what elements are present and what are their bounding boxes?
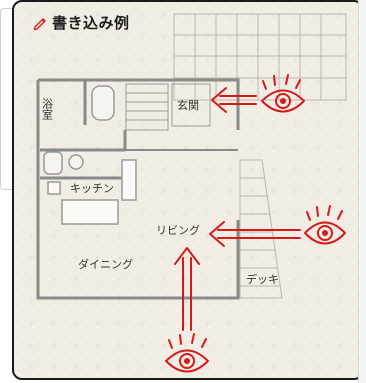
room-label-bath: 浴室 <box>41 98 54 120</box>
heading-title: 書き込み例 <box>52 14 130 32</box>
deck-stairs <box>239 159 283 299</box>
entrance-arrow <box>211 87 257 113</box>
bath-fixtures <box>43 85 115 175</box>
eye-icon-entrance <box>261 74 305 113</box>
room-label-kitchen: キッチン <box>70 182 114 195</box>
paper-background: 書き込み例 <box>12 0 364 380</box>
right-edge-bar <box>358 0 366 383</box>
kitchen-counter <box>47 159 137 225</box>
left-sidebar-edge <box>0 8 13 190</box>
pencil-icon <box>33 17 46 30</box>
room-label-dining: ダイニング <box>78 257 133 271</box>
room-label-entrance: 玄関 <box>177 98 199 112</box>
terrace-grid <box>173 13 347 101</box>
eye-icon-right <box>304 205 346 245</box>
room-label-living: リビング <box>156 223 200 237</box>
walls <box>36 78 240 300</box>
eye-icon-bottom <box>165 333 209 373</box>
living-arrow-up <box>174 247 200 331</box>
stairs <box>125 83 211 131</box>
living-arrow-right <box>209 221 301 247</box>
heading: 書き込み例 <box>32 12 130 33</box>
room-label-deck: デッキ <box>246 272 279 286</box>
